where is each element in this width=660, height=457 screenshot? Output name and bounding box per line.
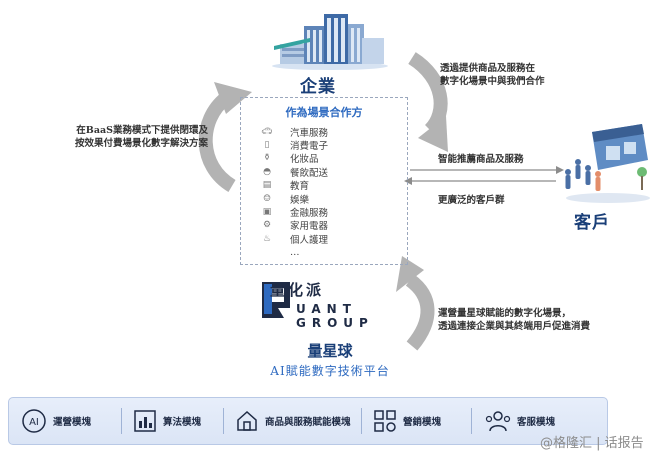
cosmetics-icon: ⚱ <box>263 153 271 164</box>
module-marketing: 營銷模塊 <box>373 398 441 444</box>
divider <box>121 408 122 434</box>
money-icon: ▣ <box>262 207 272 218</box>
list-item: ▣金融服務 <box>260 205 328 219</box>
flow-label-recommend: 智能推薦商品及服務 <box>438 154 524 165</box>
car-icon: 🚗︎ <box>261 126 273 137</box>
platform-name: 量星球 <box>307 342 353 360</box>
top-right-note: 透過提供商品及服務在 數字化場景中與我們合作 <box>440 63 545 87</box>
personal-care-icon: ♨ <box>262 233 272 244</box>
cycle-arrows <box>198 52 564 351</box>
list-item: ▯消費電子 <box>260 138 329 152</box>
logo-english-name: UANT GROUP <box>296 302 374 330</box>
list-item: ◓餐飲配送 <box>260 165 328 179</box>
appliance-icon: ⚙ <box>262 220 272 231</box>
watermark: @格隆汇 | 话报告 <box>540 436 644 451</box>
partner-scene-box <box>240 97 408 265</box>
divider <box>471 408 472 434</box>
people-icon <box>485 411 511 432</box>
bottom-right-note: 運營量星球賦能的數字化場景， 透過連接企業與其終端用戶促進消費 <box>438 308 591 332</box>
customer-store-illustration <box>565 124 650 203</box>
logo-chinese-name: 量化派 <box>270 281 325 299</box>
divider <box>361 408 362 434</box>
module-customer-service: 客服模塊 <box>485 398 555 444</box>
grid-icon <box>374 410 396 432</box>
list-item: ▤教育 <box>260 179 328 192</box>
list-item: … <box>290 246 300 258</box>
svg-text:AI: AI <box>29 417 39 428</box>
chart-icon <box>134 410 156 432</box>
left-note: 在BaaS業務模式下提供閉環及 按效果付費場景化數字解決方案 <box>74 125 208 149</box>
ai-icon: AI <box>22 409 46 433</box>
smiley-icon: ☺ <box>262 193 272 204</box>
list-item: 🚗︎汽車服務 <box>261 126 329 139</box>
quant-group-logo-mark <box>262 282 290 318</box>
scene-list: 🚗︎汽車服務 ▯消費電子 ⚱化妝品 ◓餐飲配送 ▤教育 ☺娛樂 ▣金融服務 ⚙家… <box>260 125 328 259</box>
customer-label: 客戶 <box>574 213 610 233</box>
module-bar: AI 運營模塊 算法模塊 商品與服務賦能模塊 營銷模塊 客服模塊 <box>8 397 608 445</box>
list-item: ☺娛樂 <box>260 192 328 206</box>
list-item: ♨個人護理 <box>260 232 328 246</box>
food-delivery-icon: ◓ <box>263 166 271 177</box>
module-operations: AI 運營模塊 <box>21 398 91 444</box>
flow-label-customer-base: 更廣泛的客戶群 <box>438 195 505 206</box>
enterprise-label: 企業 <box>300 77 336 97</box>
house-icon <box>237 410 257 431</box>
module-goods-services: 商品與服務賦能模塊 <box>235 398 351 444</box>
enterprise-building-illustration <box>272 14 388 70</box>
list-item: ⚙家用電器 <box>260 219 328 232</box>
list-item: ⚱化妝品 <box>260 152 328 165</box>
platform-subtitle: AI賦能數字技術平台 <box>270 364 390 378</box>
book-icon: ▤ <box>262 180 272 191</box>
partner-box-title: 作為場景合作方 <box>285 106 363 119</box>
phone-icon: ▯ <box>264 140 270 151</box>
module-algorithm: 算法模塊 <box>133 398 201 444</box>
divider <box>223 408 224 434</box>
